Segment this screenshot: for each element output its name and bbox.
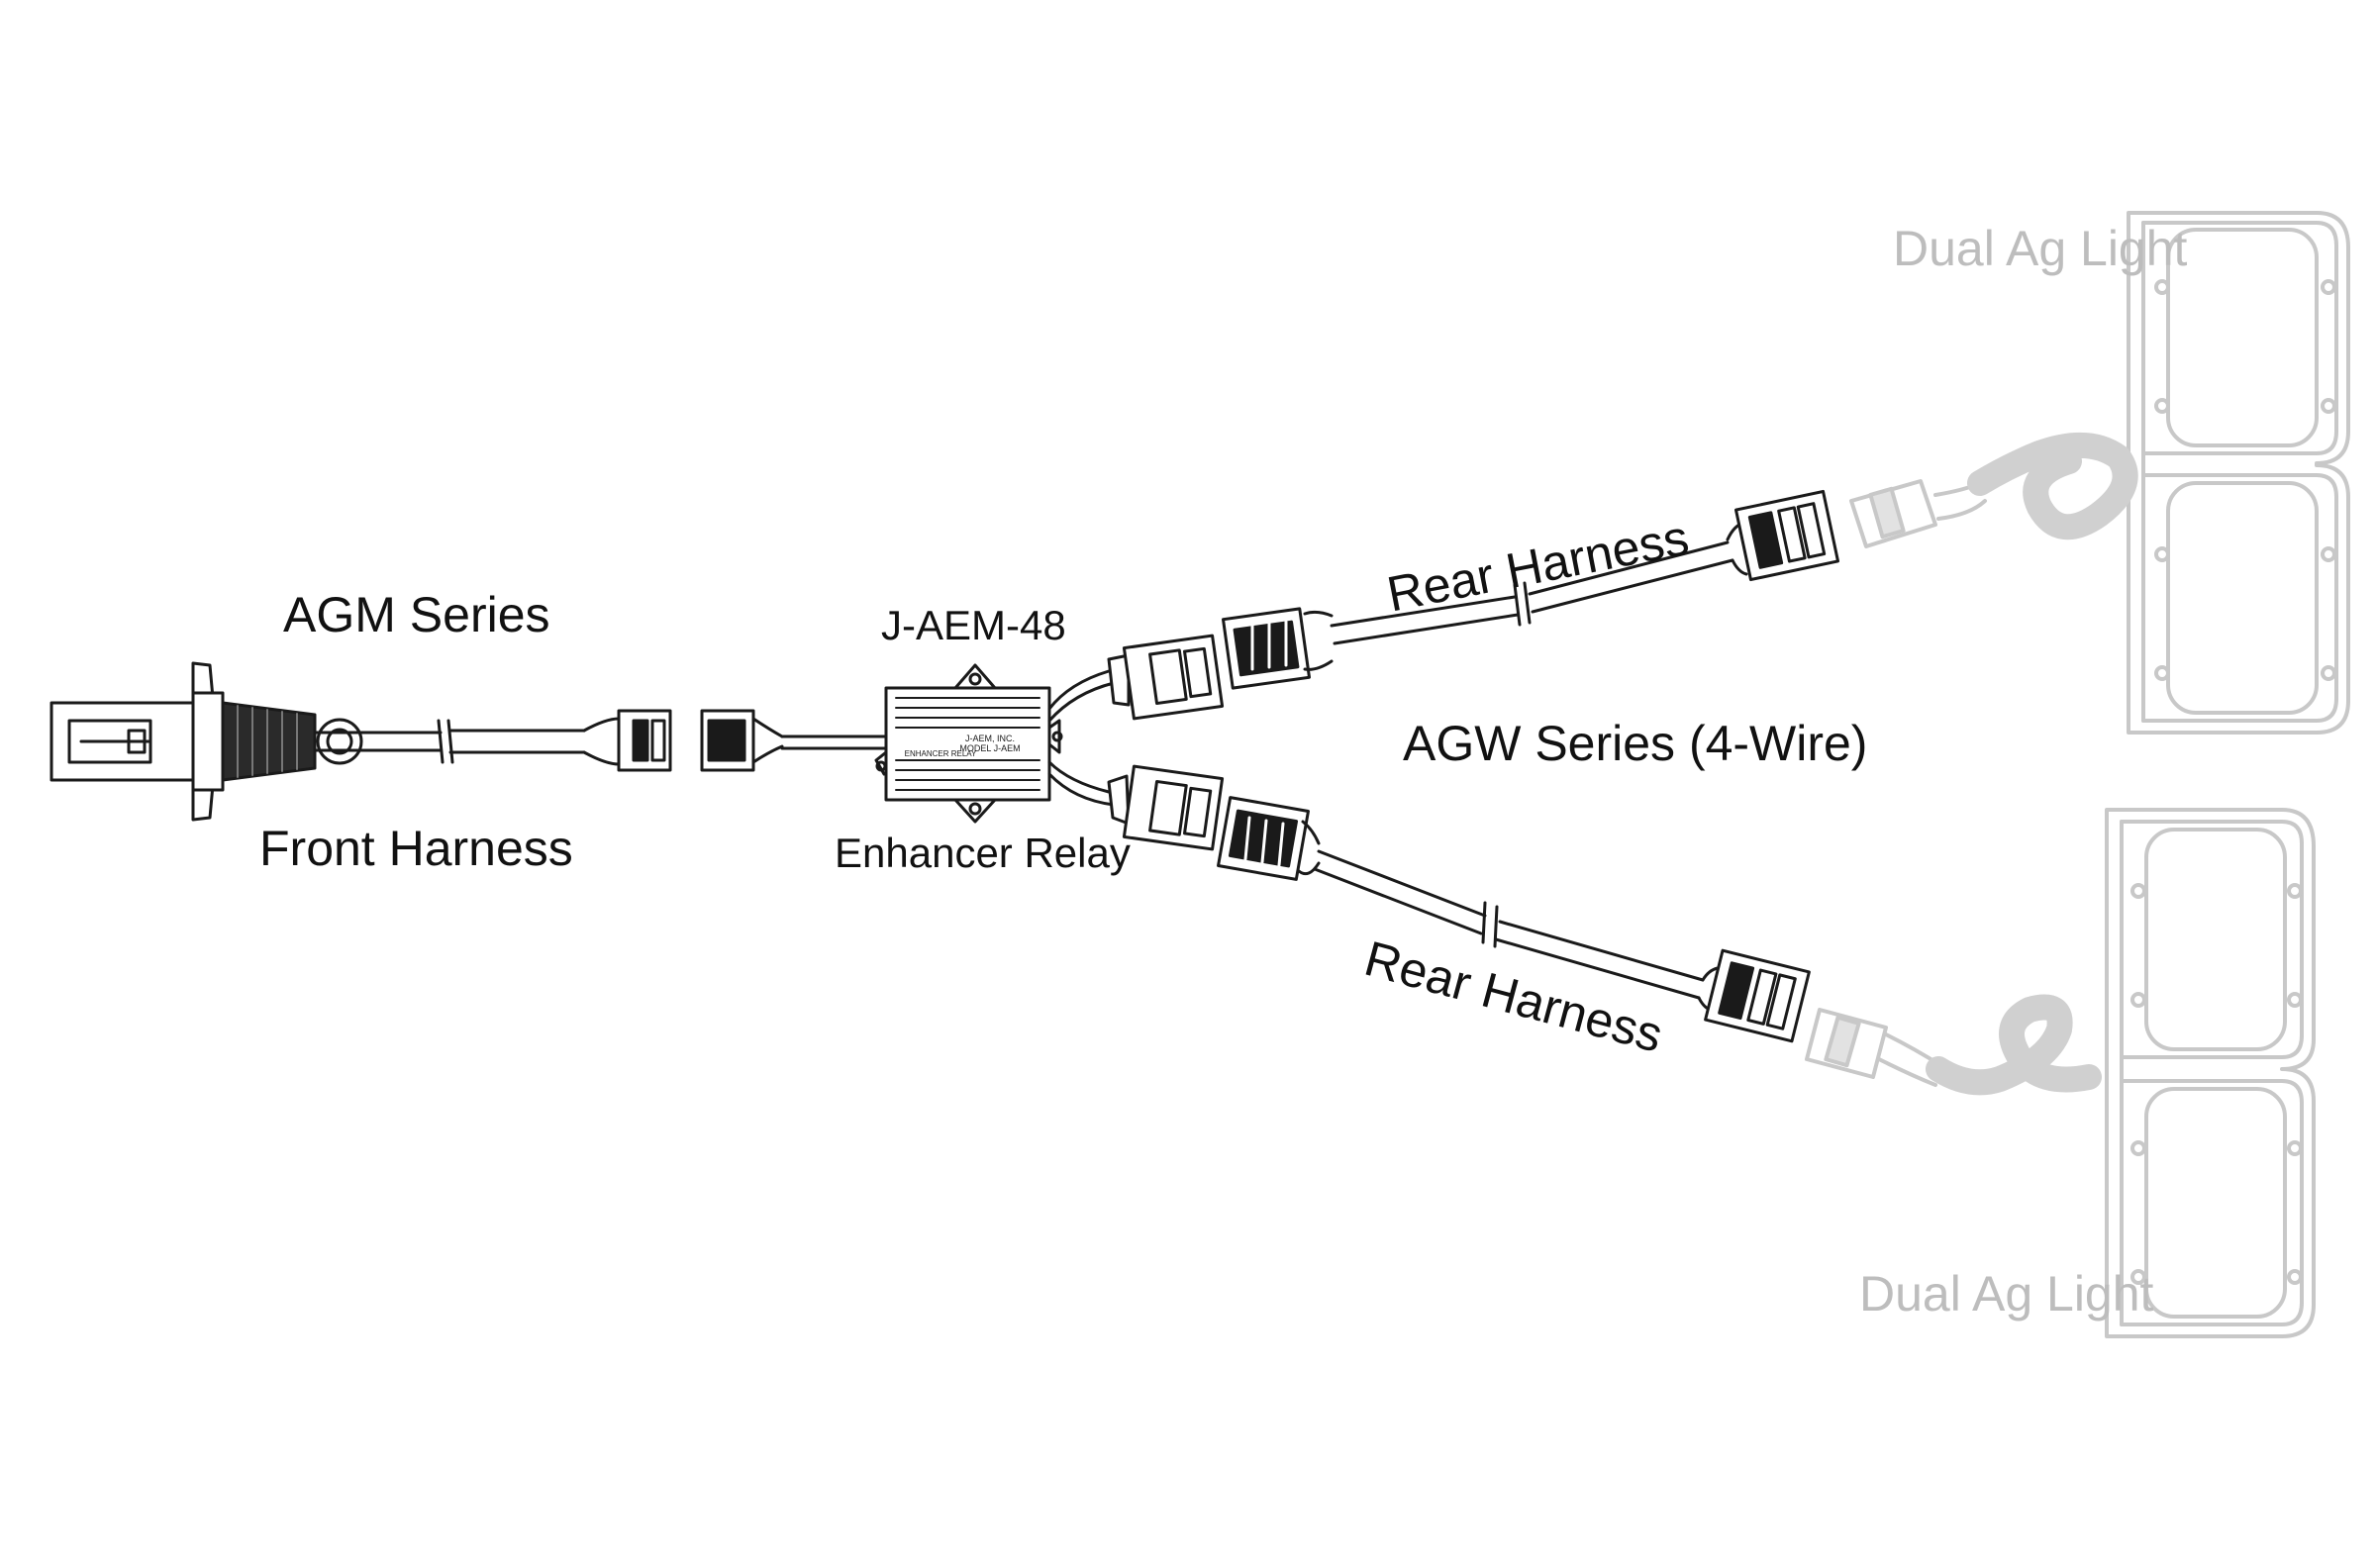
- dual-ag-light-top: [2127, 211, 2350, 735]
- enhancer-relay: J-AEM, INC. MODEL J-AEM ENHANCER RELAY: [874, 663, 1063, 824]
- relay-marking-2: MODEL J-AEM: [959, 743, 1020, 753]
- agm-series-label: AGM Series: [283, 587, 550, 642]
- relay-split-wires: [1047, 669, 1116, 807]
- lower-branch-connectors: [1107, 764, 1321, 881]
- upper-branch-connectors: [1107, 607, 1334, 721]
- upper-rear-harness-cable: [1330, 489, 1840, 645]
- relay-marking-3: ENHANCER RELAY: [905, 749, 977, 758]
- relay-model-label: J-AEM-48: [881, 602, 1066, 648]
- dual-ag-light-top-label: Dual Ag Light: [1893, 221, 2188, 276]
- front-harness-cable: [313, 719, 586, 764]
- front-connector-pair: [582, 709, 784, 772]
- relay-name-label: Enhancer Relay: [835, 830, 1131, 876]
- agw-series-label: AGW Series (4-Wire): [1403, 716, 1868, 771]
- relay-marking-1: J-AEM, INC.: [965, 734, 1015, 743]
- light-pigtail-bottom: [1805, 994, 2102, 1096]
- light-pigtail-top: [1849, 432, 2138, 548]
- dual-ag-light-bottom: [2105, 808, 2316, 1338]
- lower-rear-harness-cable: [1313, 849, 1811, 1043]
- front-harness-label: Front Harness: [259, 821, 573, 876]
- dual-ag-light-bottom-label: Dual Ag Light: [1859, 1266, 2154, 1322]
- trailer-plug: [50, 661, 363, 822]
